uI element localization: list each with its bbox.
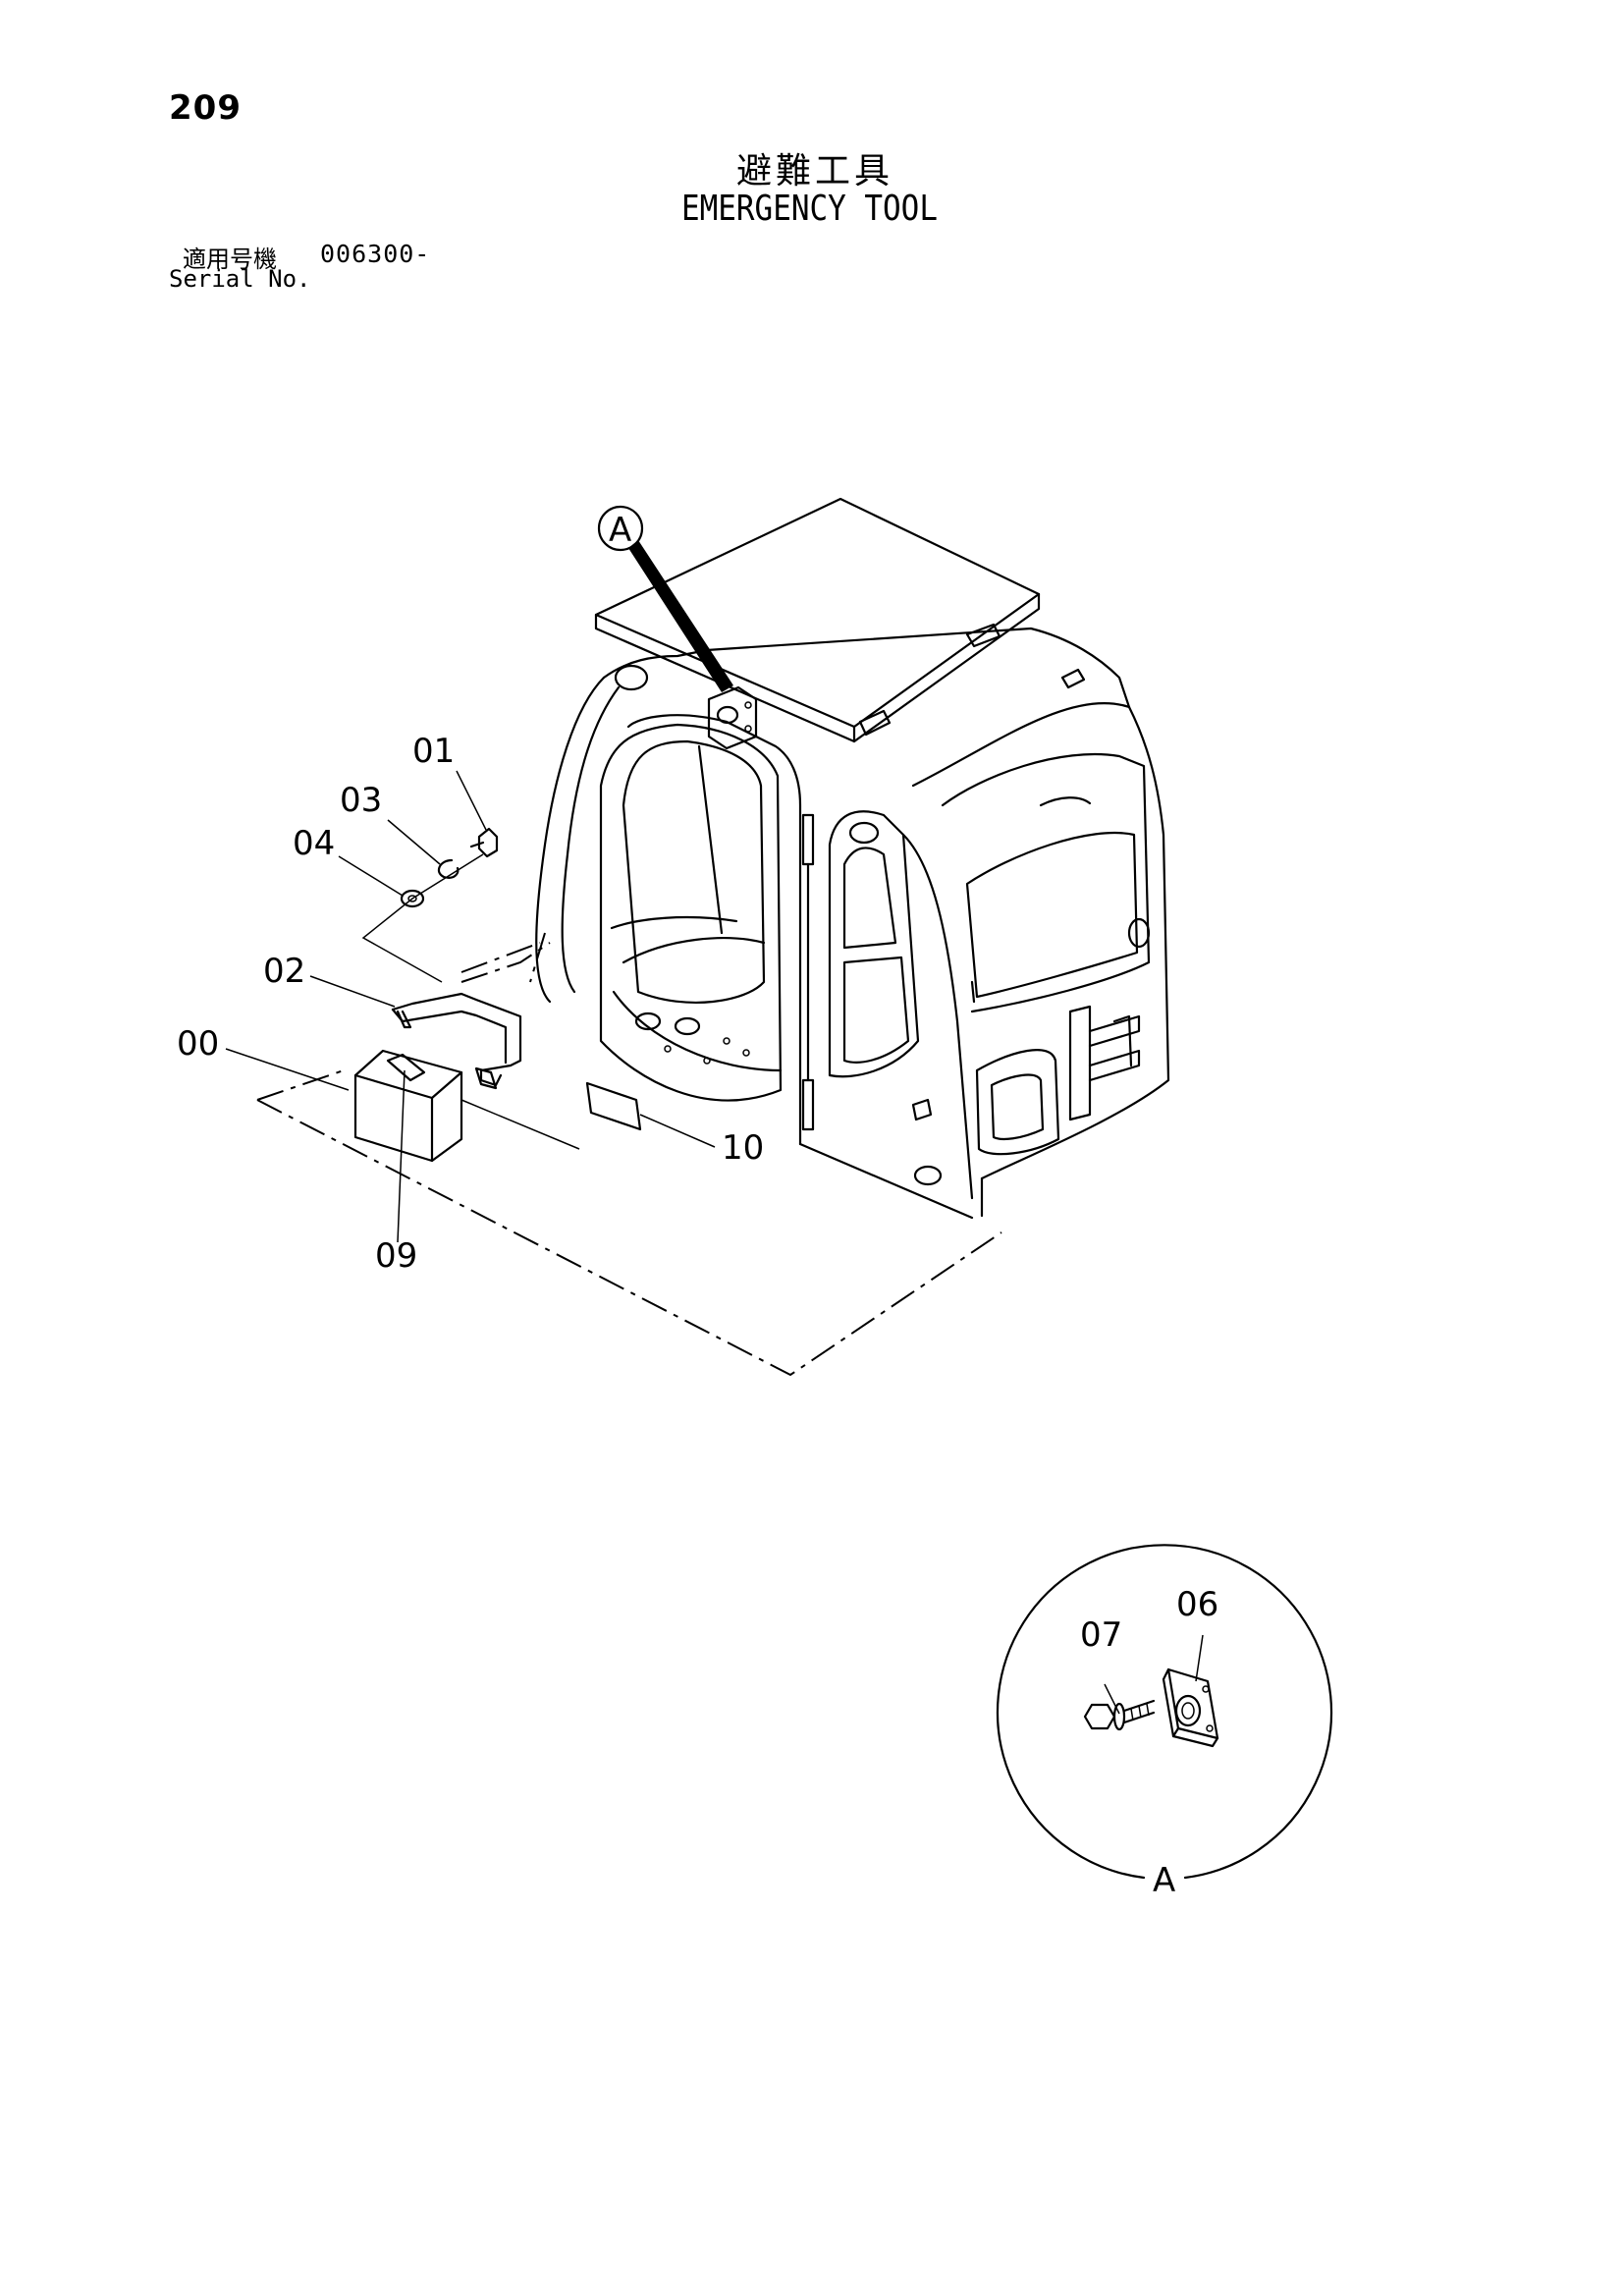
callout-03: 03 <box>340 781 382 820</box>
callout-02: 01 <box>412 732 455 771</box>
callout-10: 10 <box>722 1128 764 1168</box>
operator-cab <box>535 497 1170 1220</box>
callout-numbers: 01 03 04 02 00 09 10 07 06 <box>177 732 1218 1655</box>
detail-view-a: A <box>996 1544 1333 1900</box>
callout-00: 00 <box>177 1024 219 1064</box>
callout-01: 02 <box>263 952 305 991</box>
callout-04: 04 <box>293 824 335 863</box>
roof-bracket <box>707 685 758 750</box>
page-number: 209 <box>169 88 242 128</box>
callout-leaders <box>225 770 1204 1715</box>
serial-label-english: Serial No. <box>169 265 311 293</box>
roof-guard <box>594 497 1041 729</box>
callout-06: 06 <box>1176 1585 1218 1624</box>
page-title-english: EMERGENCY TOOL <box>681 189 938 229</box>
callout-09: 09 <box>375 1236 417 1276</box>
callout-07: 07 <box>1080 1615 1122 1655</box>
detail-marker-letter: A <box>609 511 631 550</box>
emergency-tool-parts <box>256 827 1002 1377</box>
page-title-japanese: 避難工具 <box>736 151 894 191</box>
serial-number: 006300- <box>320 240 431 268</box>
detail-marker-a: A <box>597 505 733 692</box>
serial-label-japanese: 適用号機 <box>183 246 277 273</box>
detail-view-label: A <box>1153 1861 1175 1900</box>
